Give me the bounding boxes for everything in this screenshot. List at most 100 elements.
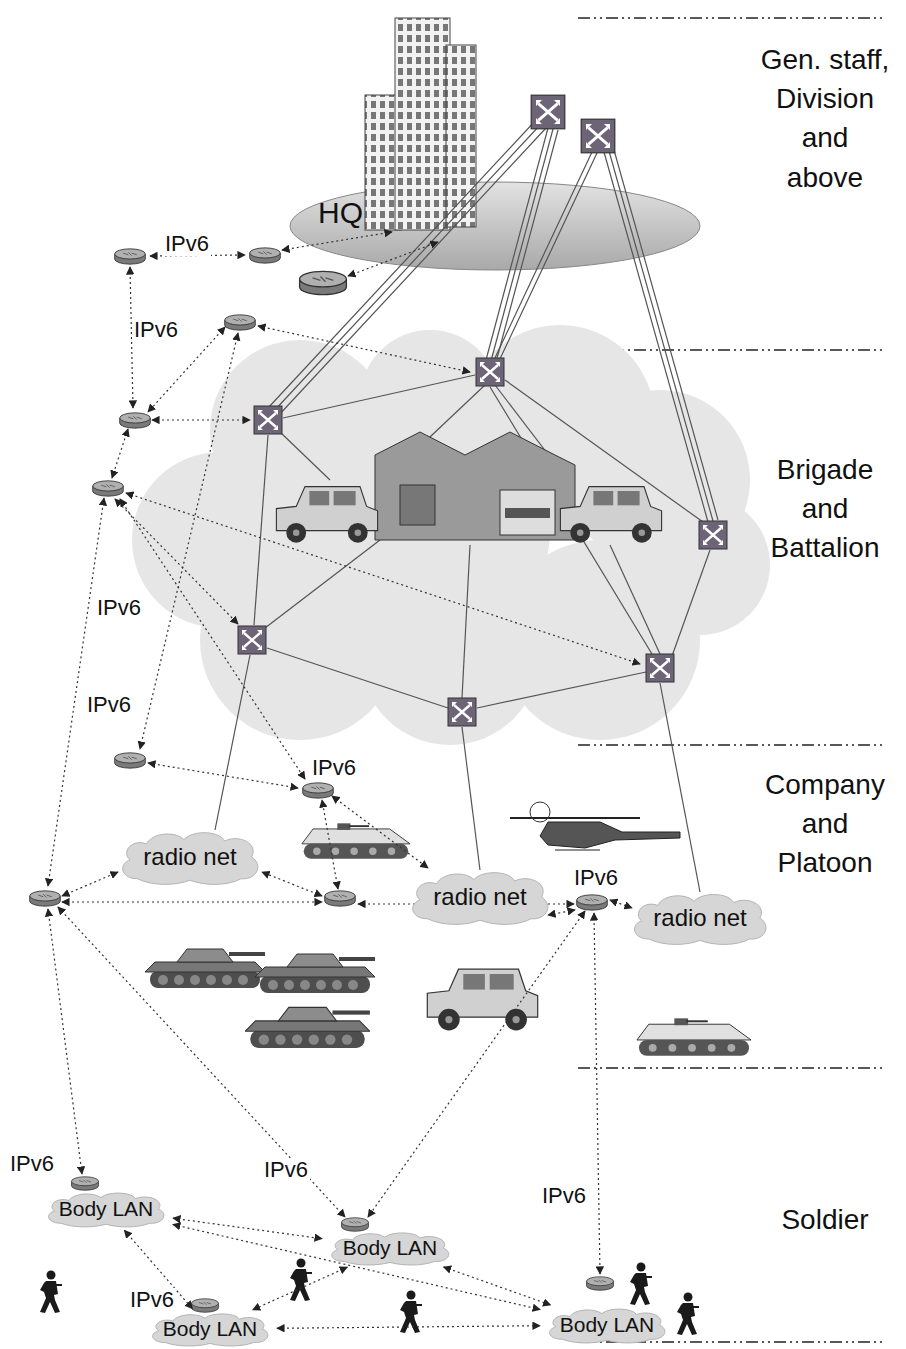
protocol-label: IPv6 xyxy=(312,755,356,780)
network-cloud: Body LAN xyxy=(42,1190,170,1228)
ipv6-link xyxy=(322,800,338,889)
protocol-label: IPv6 xyxy=(574,865,618,890)
trunk-link xyxy=(268,120,546,416)
network-name: radio net xyxy=(653,904,746,932)
router xyxy=(587,1277,614,1291)
armoured-carrier xyxy=(637,1018,751,1055)
router xyxy=(115,249,146,264)
ipv6-link xyxy=(140,333,238,749)
echelon-label: Gen. staff, Division and above xyxy=(760,40,890,197)
soldier xyxy=(677,1293,699,1336)
brigade-cloud xyxy=(132,452,308,628)
site-label-box: HQ xyxy=(314,191,367,235)
echelon-label: Brigade and Battalion xyxy=(760,450,890,568)
helicopter xyxy=(510,817,640,819)
tank xyxy=(245,1007,370,1048)
router xyxy=(225,315,256,330)
router xyxy=(93,481,124,496)
brigade-link xyxy=(462,727,480,870)
infantry-vehicle xyxy=(302,823,410,858)
cloud-outline xyxy=(332,1233,449,1265)
cloud-outline xyxy=(123,833,258,885)
brigade-link xyxy=(215,655,250,830)
cloud-outline xyxy=(634,895,766,945)
protocol-label: IPv6 xyxy=(132,318,180,342)
network-cloud: Body LAN xyxy=(146,1311,274,1347)
router xyxy=(577,895,608,910)
tank xyxy=(255,954,375,993)
switch xyxy=(476,358,504,386)
ipv6-link xyxy=(444,1267,551,1305)
echelon-label: Soldier xyxy=(760,1200,890,1239)
command-post xyxy=(505,508,550,518)
humvee xyxy=(560,487,661,543)
ipv6-link xyxy=(62,872,118,896)
network-cloud: Body LAN xyxy=(543,1306,671,1344)
protocol-label: IPv6 xyxy=(134,317,178,342)
ipv6-link xyxy=(62,901,322,902)
ipv6-link xyxy=(48,232,640,1274)
humvee xyxy=(427,969,537,1030)
soldier xyxy=(40,1271,62,1314)
switch xyxy=(448,698,476,726)
protocol-label: IPv6 xyxy=(130,1287,174,1312)
network-name: Body LAN xyxy=(163,1317,258,1341)
protocol-label: IPv6 xyxy=(572,866,620,890)
ipv6-link xyxy=(126,493,640,664)
ipv6-link xyxy=(282,232,392,250)
router xyxy=(250,248,281,263)
soldier xyxy=(290,1259,312,1302)
router xyxy=(120,413,151,428)
helicopter xyxy=(540,822,680,848)
ipv6-link xyxy=(610,900,632,908)
router xyxy=(303,783,334,798)
network-name: Body LAN xyxy=(343,1236,438,1260)
switch xyxy=(254,406,282,434)
router xyxy=(30,891,61,906)
network-name: Body LAN xyxy=(59,1197,154,1221)
site-name: HQ xyxy=(318,196,363,230)
ipv6-link xyxy=(48,909,82,1174)
command-post xyxy=(400,485,435,525)
echelon-label: Soldier xyxy=(781,1204,868,1235)
command-post xyxy=(375,432,575,540)
network-cloud: Body LAN xyxy=(325,1230,455,1266)
ipv6-link xyxy=(173,1218,322,1239)
soldier xyxy=(630,1263,652,1306)
ipv6-link xyxy=(368,911,585,1217)
level-separator xyxy=(578,17,886,19)
router xyxy=(300,271,347,294)
ipv6-link xyxy=(262,872,322,896)
protocol-label: IPv6 xyxy=(10,1151,54,1176)
ipv6-link xyxy=(258,326,470,372)
network-name: Body LAN xyxy=(560,1313,655,1337)
ipv6-link xyxy=(594,913,600,1274)
echelon-label: Brigade and Battalion xyxy=(771,454,880,563)
protocol-label: IPv6 xyxy=(310,756,358,780)
router xyxy=(115,753,146,768)
helicopter xyxy=(530,802,550,822)
switch xyxy=(238,626,266,654)
protocol-label: IPv6 xyxy=(85,693,133,717)
brigade-link xyxy=(477,672,646,708)
ipv6-link xyxy=(348,242,438,276)
network-name: radio net xyxy=(433,883,526,911)
hq-building xyxy=(395,18,450,230)
switch xyxy=(699,521,727,549)
level-separator xyxy=(578,744,886,746)
router xyxy=(72,1177,99,1191)
ipv6-link xyxy=(120,499,305,779)
protocol-label: IPv6 xyxy=(8,1152,56,1176)
brigade-link xyxy=(267,648,448,708)
level-separator xyxy=(578,1067,886,1069)
brigade-link xyxy=(462,545,470,698)
ipv6-link xyxy=(332,796,428,868)
humvee xyxy=(276,487,377,543)
protocol-label: IPv6 xyxy=(542,1183,586,1208)
ipv6-link xyxy=(253,1267,348,1310)
router xyxy=(325,891,356,906)
trunk-link xyxy=(604,150,718,522)
ipv6-link xyxy=(58,907,345,1217)
